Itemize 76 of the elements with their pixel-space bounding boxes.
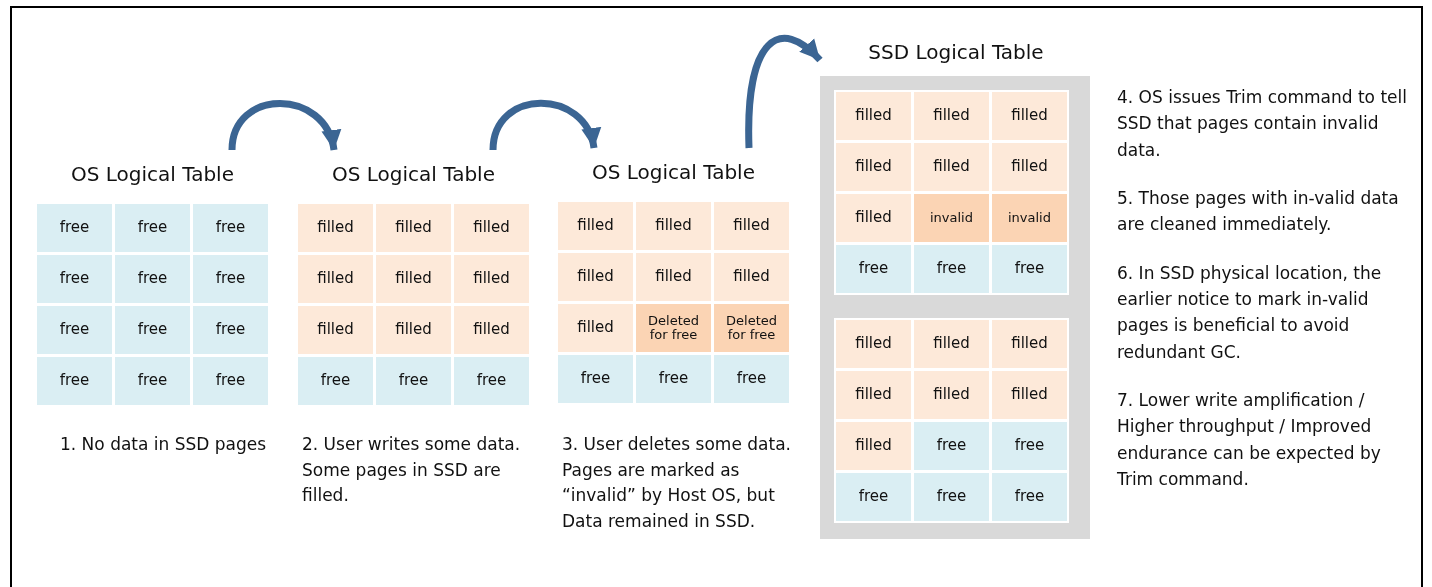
page-cell: free <box>115 306 190 354</box>
page-cell: free <box>914 422 989 470</box>
page-cell: filled <box>558 304 633 352</box>
page-cell: filled <box>836 143 911 191</box>
page-cell: filled <box>992 143 1067 191</box>
page-cell: free <box>992 473 1067 521</box>
step-note: 5. Those pages with in-valid data are cleaned immediately. <box>1117 187 1400 237</box>
page-cell: free <box>992 422 1067 470</box>
page-cell: free <box>914 473 989 521</box>
page-cell: filled <box>914 143 989 191</box>
page-cell: free <box>37 204 112 252</box>
page-cell: free <box>454 357 529 405</box>
page-cell: filled <box>836 320 911 368</box>
page-cell: free <box>193 306 268 354</box>
page-cell: filled <box>376 204 451 252</box>
step-note: 7. Lower write amplification / Higher throughput / Improved endurance can be expected by Trim command. <box>1117 389 1382 492</box>
page-cell: free <box>992 245 1067 293</box>
page-cell: filled <box>454 204 529 252</box>
table-heading: OS Logical Table <box>70 162 235 186</box>
page-cell: filled <box>992 92 1067 140</box>
page-cell: free <box>836 245 911 293</box>
page-block <box>834 90 1069 295</box>
page-block <box>834 318 1069 523</box>
page-cell: free <box>298 357 373 405</box>
page-cell: filled <box>914 371 989 419</box>
page-cell: filled <box>636 202 711 250</box>
page-cell: filled <box>298 204 373 252</box>
page-cell: free <box>115 255 190 303</box>
curved-arrow <box>228 100 339 151</box>
page-cell: filled <box>454 306 529 354</box>
curved-arrow <box>489 99 599 151</box>
page-cell: filled <box>992 371 1067 419</box>
curved-arrow <box>745 35 823 149</box>
page-cell: free <box>193 255 268 303</box>
step-caption: 3. User deletes some data. Pages are marked as “invalid” by Host OS, but Data remained in SSD. <box>562 433 792 533</box>
page-cell: free <box>836 473 911 521</box>
page-cell: free <box>914 245 989 293</box>
step-note: 4. OS issues Trim command to tell SSD that pages contain invalid data. <box>1117 86 1408 162</box>
marked-cell: invalid <box>914 194 989 242</box>
page-cell: filled <box>636 253 711 301</box>
marked-cell: invalid <box>992 194 1067 242</box>
page-cell: free <box>115 204 190 252</box>
page-cell: free <box>115 357 190 405</box>
page-cell: filled <box>298 306 373 354</box>
page-cell: free <box>636 355 711 403</box>
page-cell: filled <box>914 92 989 140</box>
table-heading: OS Logical Table <box>331 162 496 186</box>
page-cell: filled <box>836 92 911 140</box>
page-cell: free <box>193 204 268 252</box>
page-cell: filled <box>558 202 633 250</box>
page-cell: filled <box>992 320 1067 368</box>
page-cell: filled <box>836 371 911 419</box>
page-cell: filled <box>298 255 373 303</box>
step-caption: 1. No data in SSD pages <box>60 433 268 456</box>
page-cell: free <box>193 357 268 405</box>
page-cell: filled <box>836 422 911 470</box>
page-cell: free <box>714 355 789 403</box>
page-cell: free <box>558 355 633 403</box>
marked-cell: Deleted for free <box>636 304 711 352</box>
page-cell: filled <box>714 253 789 301</box>
page-cell: filled <box>914 320 989 368</box>
table-heading: OS Logical Table <box>591 160 756 184</box>
marked-cell: Deleted for free <box>714 304 789 352</box>
step-caption: 2. User writes some data. Some pages in SSD are filled. <box>302 433 522 507</box>
page-cell: free <box>37 357 112 405</box>
page-cell: filled <box>376 255 451 303</box>
page-cell: filled <box>454 255 529 303</box>
page-cell: filled <box>558 253 633 301</box>
page-cell: filled <box>376 306 451 354</box>
page-cell: filled <box>836 194 911 242</box>
page-cell: free <box>376 357 451 405</box>
page-cell: free <box>37 306 112 354</box>
step-note: 6. In SSD physical location, the earlier notice to mark in-valid pages is beneficial to avoid redundant GC. <box>1117 261 1383 364</box>
table-heading: SSD Logical Table <box>867 40 1045 64</box>
page-cell: filled <box>714 202 789 250</box>
page-cell: free <box>37 255 112 303</box>
